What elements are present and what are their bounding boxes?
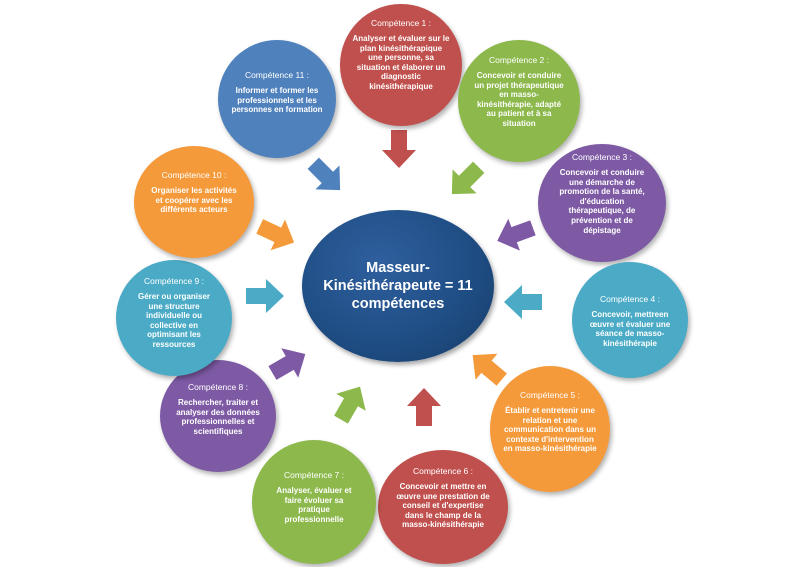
competence-11-bubble: Compétence 11 : Informer et former les p… [218,40,336,158]
competence-5-title: Compétence 5 : [519,390,580,400]
competence-1-bubble: Compétence 1 : Analyser et évaluer sur l… [340,4,462,126]
arrow-2 [451,161,485,195]
competence-3-description: Concevoir et conduire une démarche de pr… [559,168,645,235]
center-title: Masseur-Kinésithérapeute = 11 compétence… [323,260,473,312]
competence-10-title: Compétence 10 : [161,170,227,180]
competence-4-bubble: Compétence 4 : Concevoir, mettreen œuvre… [572,262,688,378]
competence-7-description: Analyser, évaluer et faire évoluer sa pr… [276,486,352,524]
competence-11-title: Compétence 11 : [244,70,310,80]
arrow-10 [256,219,295,251]
competence-1-description: Analyser et évaluer sur le plan kinésith… [352,34,450,91]
competence-2-description: Concevoir et conduire un projet thérapeu… [474,71,564,128]
arrow-3 [497,218,536,251]
competence-6-description: Concevoir et mettre en œuvre une prestat… [396,482,490,530]
competence-4-description: Concevoir, mettreen œuvre et évaluer une… [589,310,671,348]
competence-3-bubble: Compétence 3 : Concevoir et conduire une… [538,144,666,262]
competence-11-description: Informer et former les professionnels et… [231,86,323,115]
arrow-4 [504,285,542,319]
competence-5-description: Établir et entretenir une relation et un… [503,406,597,454]
competence-4-title: Compétence 4 : [599,294,660,304]
competence-7-bubble: Compétence 7 : Analyser, évaluer et fair… [252,440,376,564]
competence-2-bubble: Compétence 2 : Concevoir et conduire un … [458,40,580,162]
competence-8-description: Rechercher, traiter et analyser des donn… [176,398,260,436]
arrow-9 [246,279,284,313]
competence-1-title: Compétence 1 : [370,18,431,28]
competence-9-description: Gérer ou organiser une structure individ… [137,292,211,349]
arrow-7 [334,386,366,424]
arrow-8 [268,348,306,380]
competence-6-bubble: Compétence 6 : Concevoir et mettre en œu… [378,450,508,564]
competence-10-bubble: Compétence 10 : Organiser les activités … [134,146,254,258]
competence-2-title: Compétence 2 : [488,55,549,65]
competence-3-title: Compétence 3 : [571,152,632,162]
competence-7-title: Compétence 7 : [283,470,344,480]
arrow-11 [307,157,341,191]
competence-8-title: Compétence 8 : [187,382,248,392]
competence-9-bubble: Compétence 9 : Gérer ou organiser une st… [116,260,232,376]
competence-6-title: Compétence 6 : [412,466,473,476]
arrow-1 [382,130,416,168]
arrow-5 [472,353,507,386]
competence-8-bubble: Compétence 8 : Rechercher, traiter et an… [160,360,276,472]
arrow-6 [407,388,441,426]
competence-9-title: Compétence 9 : [143,276,204,286]
competence-5-bubble: Compétence 5 : Établir et entretenir une… [490,366,610,492]
competence-10-description: Organiser les activités et coopérer avec… [151,186,237,215]
center-ellipse: Masseur-Kinésithérapeute = 11 compétence… [302,210,494,362]
